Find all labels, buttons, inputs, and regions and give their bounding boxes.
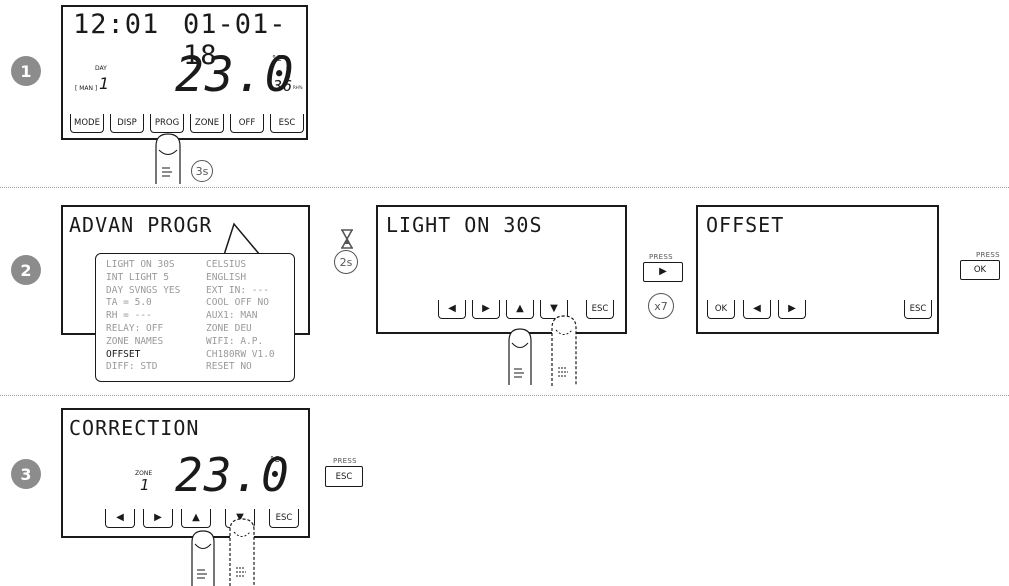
press-count-label: x7 (654, 299, 668, 313)
press-count-badge: x7 (648, 293, 674, 319)
step-1-number: 1 (20, 61, 32, 81)
disp-key[interactable]: DISP (110, 114, 144, 133)
step-3-number: 3 (20, 464, 32, 484)
correction-temperature: 23.0 (175, 448, 290, 502)
down-arrow-icon: ▼ (236, 512, 244, 523)
humidity-readout: 36 (273, 77, 294, 95)
menu-item: RESET NO (206, 361, 252, 373)
press-right-arrow-key: ▶ (643, 262, 683, 282)
finger-press-down-icon (551, 315, 577, 386)
correction-title: CORRECTION (69, 416, 200, 440)
menu-item: LIGHT ON 30S (106, 259, 175, 270)
temperature-readout: 23.0 (175, 47, 295, 103)
hourglass-icon (341, 229, 353, 249)
menu-item: CH180RW V1.0 (206, 348, 275, 360)
up-arrow-icon: ▲ (192, 512, 200, 523)
left-arrow-icon: ◀ (448, 303, 456, 314)
esc-key[interactable]: ESC (270, 114, 304, 133)
off-key[interactable]: OFF (230, 114, 264, 133)
correction-temp-unit: °C (270, 455, 280, 464)
left-arrow-key[interactable]: ◀ (438, 300, 466, 319)
clock-time: 12:01 (73, 9, 160, 40)
menu-item: ZONE NAMES (106, 335, 164, 347)
esc-key[interactable]: ESC (269, 509, 299, 528)
esc-key[interactable]: ESC (586, 300, 614, 319)
menu-item: RELAY: OFF (106, 322, 164, 334)
finger-press-up-icon (508, 328, 532, 385)
press-esc-label: PRESS (333, 457, 357, 465)
menu-item: ENGLISH (206, 271, 247, 283)
up-arrow-key[interactable]: ▲ (181, 509, 211, 528)
temperature-unit: °C (272, 54, 282, 63)
press-ok-key: OK (960, 260, 1000, 280)
left-arrow-icon: ◀ (116, 512, 124, 523)
right-arrow-icon: ▶ (788, 303, 796, 314)
zone-key[interactable]: ZONE (190, 114, 224, 133)
step-2-number: 2 (20, 260, 32, 280)
step-2-badge: 2 (11, 255, 41, 285)
offset-title: OFFSET (706, 213, 785, 237)
menu-item: WIFI: A.P. (206, 335, 264, 347)
menu-item: INT LIGHT 5 (106, 271, 169, 283)
zone-value: 1 (140, 476, 150, 494)
menu-item-offset-highlighted: OFFSET (106, 348, 141, 360)
light-on-display: LIGHT ON 30S ◀ ▶ ▲ ▼ ESC (376, 205, 627, 334)
humidity-unit: RH% (293, 85, 303, 90)
mode-key[interactable]: MODE (70, 114, 104, 133)
zone-label: ZONE (135, 470, 153, 477)
menu-column-left: LIGHT ON 30S INT LIGHT 5 DAY SVNGS YES T… (106, 259, 180, 374)
menu-item: AUX1: MAN (206, 310, 258, 322)
menu-item: DAY SVNGS YES (106, 284, 181, 296)
menu-item: EXT IN: --- (206, 284, 269, 296)
day-label: DAY (95, 65, 107, 72)
wait-time-badge: 2s (334, 250, 358, 274)
offset-display: OFFSET OK ◀ ▶ ESC (696, 205, 939, 334)
step-1-badge: 1 (11, 56, 41, 86)
menu-item: ZONE DEU (206, 322, 252, 334)
light-on-title: LIGHT ON 30S (386, 213, 543, 237)
press-esc-key: ESC (325, 466, 363, 487)
left-arrow-key[interactable]: ◀ (743, 300, 771, 319)
menu-item: RH = --- (106, 310, 152, 322)
finger-press-up-icon (191, 530, 215, 586)
finger-press-icon (155, 133, 181, 184)
advanced-menu-list: LIGHT ON 30S INT LIGHT 5 DAY SVNGS YES T… (95, 253, 295, 382)
right-arrow-icon: ▶ (482, 303, 490, 314)
esc-key[interactable]: ESC (904, 300, 932, 319)
step-3-badge: 3 (11, 459, 41, 489)
right-arrow-icon: ▶ (659, 266, 667, 277)
press-label: PRESS (649, 253, 673, 261)
separator-1 (0, 187, 1009, 188)
mode-indicator: [ MAN ] (75, 85, 98, 92)
thermostat-display-home: 12:01 01-01-18 [ MAN ] DAY 1 23.0 °C 36 … (61, 5, 308, 140)
clock-date: 01-01-18 (183, 9, 287, 71)
finger-press-down-icon (229, 518, 255, 586)
right-arrow-icon: ▶ (154, 512, 162, 523)
menu-item: TA = 5.0 (106, 297, 152, 309)
prog-key[interactable]: PROG (150, 114, 184, 133)
left-arrow-icon: ◀ (753, 303, 761, 314)
wait-time-label: 2s (339, 255, 353, 269)
down-arrow-key[interactable]: ▼ (540, 300, 568, 319)
hold-time-label: 3s (195, 164, 209, 178)
menu-column-right: CELSIUS ENGLISH EXT IN: --- COOL OFF NO … (206, 259, 275, 374)
hold-time-badge: 3s (191, 160, 213, 182)
left-arrow-key[interactable]: ◀ (105, 509, 135, 528)
up-arrow-key[interactable]: ▲ (506, 300, 534, 319)
menu-item: COOL OFF NO (206, 297, 269, 309)
separator-2 (0, 395, 1009, 396)
right-arrow-key[interactable]: ▶ (472, 300, 500, 319)
correction-display: CORRECTION ZONE 1 23.0 °C ◀ ▶ ▲ ▼ ESC (61, 408, 310, 538)
press-ok-label: PRESS (976, 251, 1000, 259)
up-arrow-icon: ▲ (516, 303, 524, 314)
right-arrow-key[interactable]: ▶ (778, 300, 806, 319)
advanced-programming-title: ADVAN PROGR (69, 213, 213, 237)
down-arrow-icon: ▼ (550, 303, 558, 314)
menu-callout-pointer (223, 222, 261, 256)
ok-key[interactable]: OK (707, 300, 735, 319)
day-value: 1 (99, 74, 110, 93)
menu-item: CELSIUS (206, 259, 247, 270)
menu-item: DIFF: STD (106, 361, 158, 373)
right-arrow-key[interactable]: ▶ (143, 509, 173, 528)
